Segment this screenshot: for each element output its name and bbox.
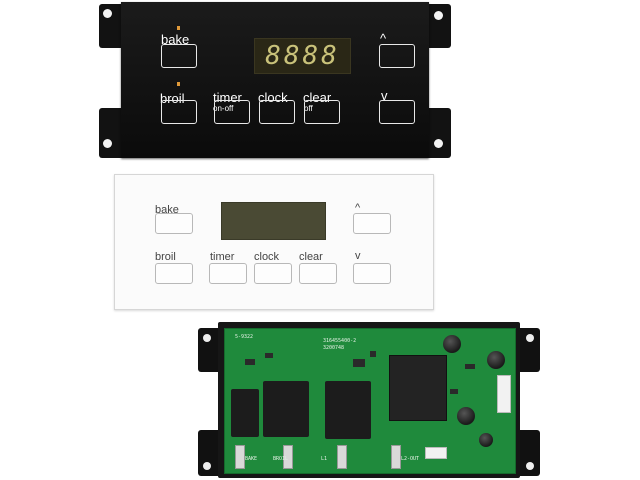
terminal-label-l2-out: L2-OUT: [401, 456, 420, 462]
mount-hole: [434, 139, 443, 148]
white-overlay-panel: bake ^ broil timer on-off clock clear of…: [114, 174, 434, 310]
timer-label: timer: [210, 251, 235, 263]
clock-button[interactable]: [259, 100, 295, 124]
bake-button[interactable]: [161, 44, 197, 68]
up-button[interactable]: [379, 44, 415, 68]
terminal-label-broil: BROIL: [273, 456, 289, 462]
broil-label: broil: [155, 251, 176, 263]
relay: [231, 389, 259, 437]
spade-terminal: [391, 445, 401, 469]
timer-button[interactable]: [214, 100, 250, 124]
timer-button[interactable]: [209, 263, 247, 284]
clear-sub-label: off: [304, 104, 313, 113]
broil-indicator-led: [177, 82, 180, 86]
down-arrow-label: v: [355, 250, 361, 262]
lcd-window: [221, 202, 326, 240]
terminal-label-l1: L1: [321, 456, 328, 462]
smd-component: [353, 359, 365, 367]
smd-component: [370, 351, 376, 357]
bake-indicator-led: [177, 26, 180, 30]
down-button[interactable]: [379, 100, 415, 124]
mount-hole: [103, 139, 112, 148]
terminal-label-bake: BAKE: [245, 456, 258, 462]
broil-label: broil: [160, 91, 185, 106]
ribbon-connector: [497, 375, 511, 413]
broil-button[interactable]: [161, 100, 197, 124]
pcb-label-left: 5-9322: [235, 334, 254, 340]
capacitor: [443, 335, 461, 353]
capacitor: [487, 351, 505, 369]
smd-component: [245, 359, 255, 365]
clear-button[interactable]: [304, 100, 340, 124]
mount-hole: [203, 334, 211, 342]
mount-hole: [434, 11, 443, 20]
bake-button[interactable]: [155, 213, 193, 234]
broil-button[interactable]: [155, 263, 193, 284]
transformer: [389, 355, 447, 421]
black-control-panel: bake 8888 ^ broil timer on-off clock cle…: [97, 2, 453, 162]
up-arrow-label: ^: [355, 202, 361, 214]
control-board-pcb: 5-9322 316455400-2 3200748: [196, 322, 542, 480]
capacitor: [479, 433, 493, 447]
smd-component: [265, 353, 273, 358]
spade-terminal: [337, 445, 347, 469]
mount-hole: [526, 334, 534, 342]
down-arrow-label: v: [381, 88, 388, 103]
down-button[interactable]: [353, 263, 391, 284]
pcb-part-number: 316455400-2: [323, 338, 357, 344]
pcb-frame: 5-9322 316455400-2 3200748: [218, 322, 520, 478]
mount-hole: [103, 9, 112, 18]
circuit-board: 5-9322 316455400-2 3200748: [224, 328, 516, 474]
clock-label: clock: [254, 251, 280, 263]
smd-component: [465, 364, 475, 369]
spade-terminal: [235, 445, 245, 469]
relay: [325, 381, 371, 439]
capacitor: [457, 407, 475, 425]
smd-component: [450, 389, 458, 394]
clear-label: clear: [299, 251, 323, 263]
spade-terminal: [283, 445, 293, 469]
mount-hole: [203, 462, 211, 470]
mount-hole: [526, 462, 534, 470]
up-arrow-label: ^: [380, 31, 387, 46]
pcb-lot-number: 3200748: [323, 345, 345, 351]
bake-label: bake: [155, 204, 179, 216]
black-panel-face: bake 8888 ^ broil timer on-off clock cle…: [121, 2, 429, 158]
bake-label: bake: [161, 32, 190, 47]
clock-button[interactable]: [254, 263, 292, 284]
small-connector: [425, 447, 447, 459]
up-button[interactable]: [353, 213, 391, 234]
relay: [263, 381, 309, 437]
timer-sub-label: on-off: [213, 104, 234, 113]
clear-button[interactable]: [299, 263, 337, 284]
seven-segment-display: 8888: [254, 38, 351, 74]
